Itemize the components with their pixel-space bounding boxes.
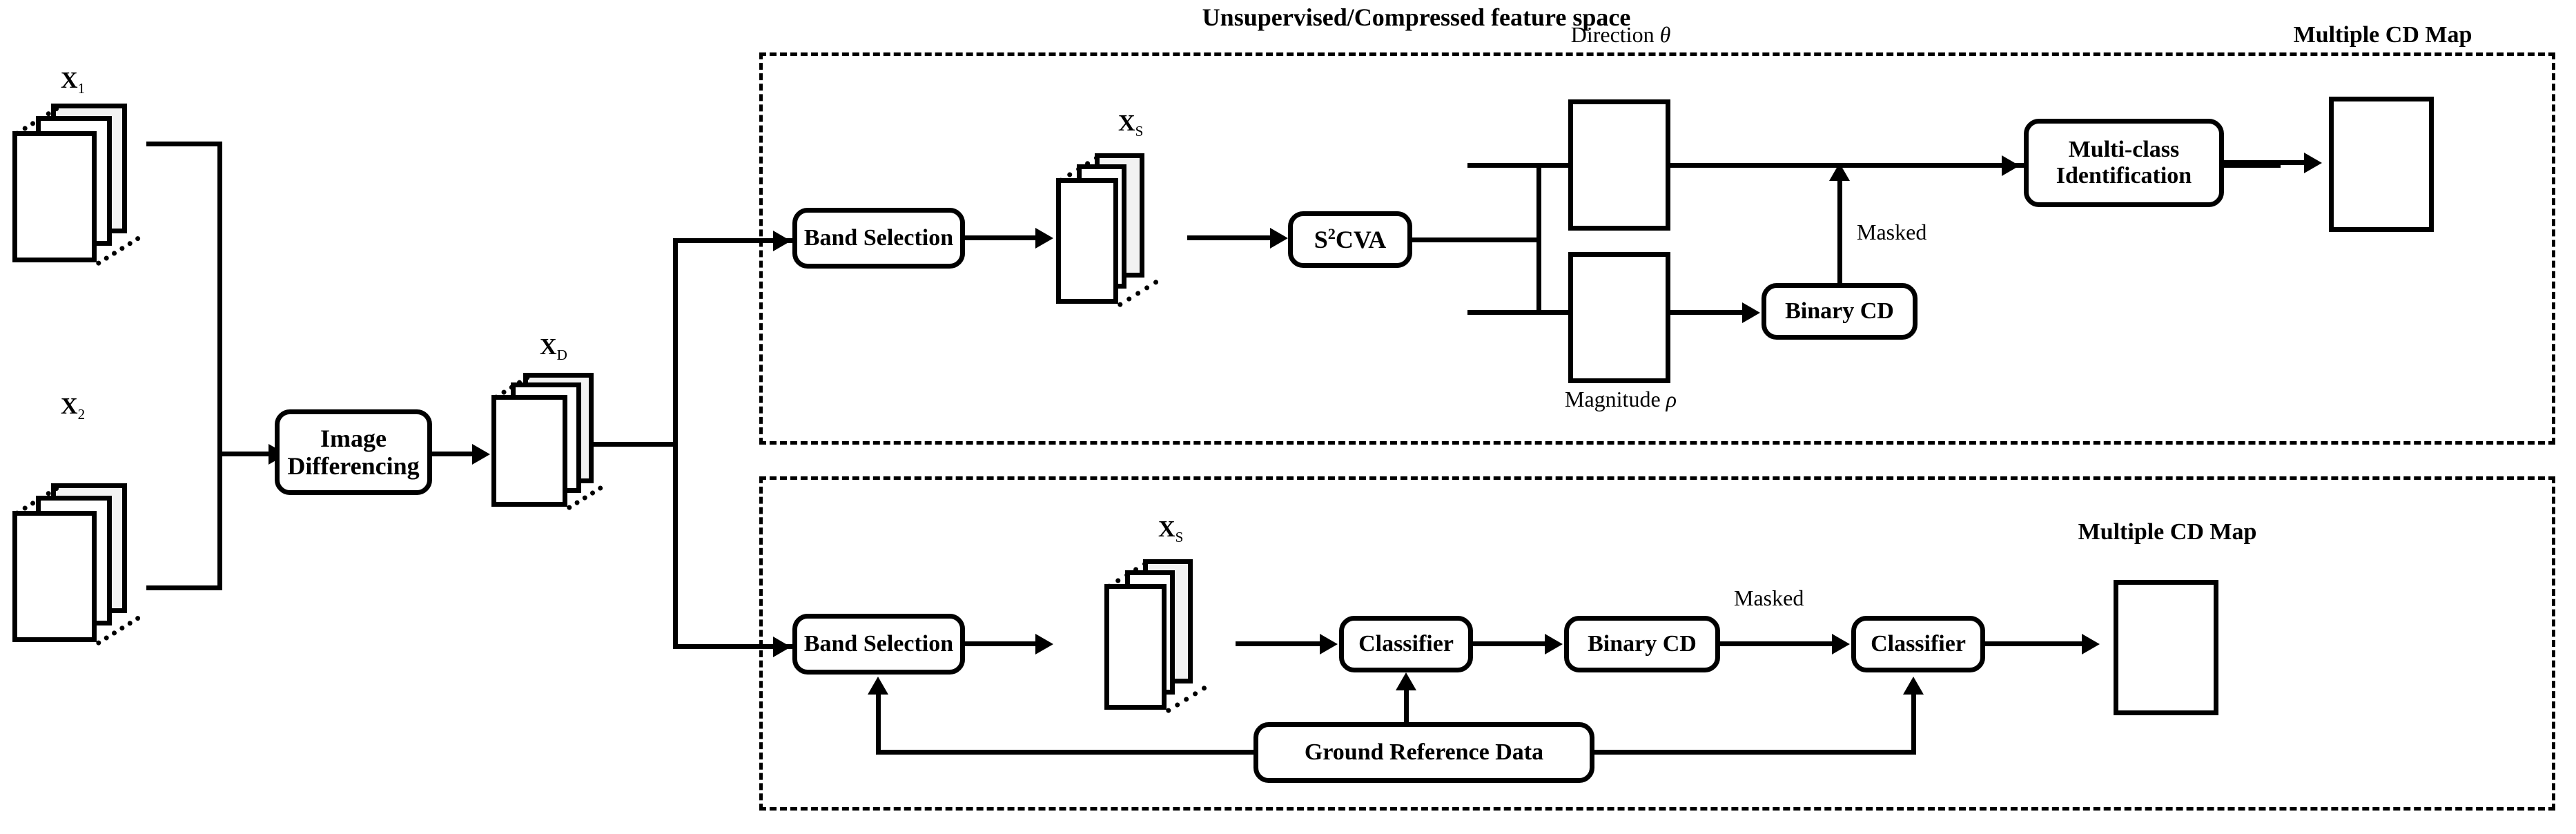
lower-binary-cd-block[interactable]: Binary CD — [1564, 616, 1720, 672]
lower-band-selection-label: Band Selection — [803, 630, 954, 657]
magnitude-caption: Magnitude ρ — [1565, 387, 1677, 411]
wire-x2-out — [146, 585, 222, 590]
arrowhead-upper-to-s2cva — [1270, 228, 1288, 249]
image-differencing-label-line1: Image — [320, 424, 387, 452]
wire-masked-upper — [1837, 180, 1842, 283]
classifier-1-label: Classifier — [1358, 630, 1454, 657]
upper-band-selection-block[interactable]: Band Selection — [792, 208, 965, 269]
section-title-unsupervised: Unsupervised/Compressed feature space — [1202, 3, 1631, 31]
classifier-2-label: Classifier — [1871, 630, 1966, 657]
arrowhead-grd-to-classifier2 — [1903, 677, 1924, 695]
wire-xd-out — [594, 442, 678, 447]
arrowhead-upper-output — [2304, 153, 2322, 173]
multi-class-label-line2: Identification — [2056, 163, 2192, 188]
wire-upper-bs-to-xs — [965, 235, 1035, 240]
cube-face-front — [1056, 178, 1118, 304]
lower-multiple-cd-map-caption: Multiple CD Map — [2078, 519, 2257, 545]
direction-map-thumbnail — [1568, 99, 1670, 231]
wire-lower-xs-to-classifier1 — [1236, 641, 1320, 646]
arrowhead-masked-upper — [1829, 163, 1850, 181]
lower-multiple-cd-map-thumbnail — [2114, 580, 2218, 715]
arrowhead-to-classifier2 — [1832, 634, 1850, 654]
arrowhead-upper-band-selection — [773, 231, 791, 251]
wire-bracket-to-magnitude — [1467, 310, 1578, 315]
s2cva-block[interactable]: S2CVA — [1288, 211, 1412, 268]
arrowhead-lower-to-xs-cube — [1035, 634, 1053, 654]
arrowhead-to-multiclass — [2002, 155, 2020, 176]
cube-face-front — [1104, 584, 1167, 710]
wire-bracket-stub — [1467, 237, 1539, 242]
wire-multiclass-to-output — [2224, 160, 2304, 165]
input-cube-x1: X1 — [12, 68, 192, 290]
classifier-1-block[interactable]: Classifier — [1339, 616, 1473, 672]
ground-reference-data-block[interactable]: Ground Reference Data — [1253, 722, 1594, 783]
wire-branch-split-trunk — [673, 238, 678, 649]
wire-s2cva-out — [1412, 237, 1467, 242]
wire-branch-upper — [673, 238, 794, 243]
lower-band-selection-block[interactable]: Band Selection — [792, 614, 965, 675]
supervised-feature-space-container — [759, 476, 2555, 811]
unsupervised-feature-space-container — [759, 52, 2555, 445]
difference-cube-label: XD — [540, 334, 567, 363]
wire-diff-to-xd — [432, 452, 472, 456]
wire-branch-lower — [673, 644, 794, 649]
arrowhead-to-classifier1 — [1320, 634, 1338, 654]
lower-binary-cd-label: Binary CD — [1588, 630, 1697, 657]
wire-upper-xs-to-s2cva — [1187, 235, 1270, 240]
wire-grd-up-to-classifier1 — [1404, 690, 1409, 724]
upper-multiple-cd-map-thumbnail — [2329, 97, 2434, 232]
lower-masked-label: Masked — [1734, 585, 1804, 610]
upper-masked-label: Masked — [1857, 220, 1927, 244]
wire-binarycd-to-classifier2 — [1720, 641, 1832, 646]
wire-grd-up-to-classifier2 — [1911, 695, 1916, 753]
wire-merge-vertical — [217, 142, 222, 590]
direction-caption: Direction θ — [1570, 22, 1671, 47]
arrowhead-grd-to-classifier1 — [1396, 672, 1416, 690]
image-differencing-block[interactable]: Image Differencing — [275, 409, 432, 495]
wire-merge-to-diff — [217, 452, 269, 456]
upper-band-selection-label: Band Selection — [803, 224, 954, 251]
wire-direction-to-multiclass — [1670, 163, 2281, 168]
upper-selected-cube-xs: XS — [1056, 110, 1229, 319]
arrowhead-lower-output — [2082, 634, 2100, 654]
difference-cube-xd: XD — [491, 334, 664, 539]
image-differencing-label-line2: Differencing — [287, 452, 420, 480]
input-cube-x2-label: X2 — [61, 394, 86, 423]
s2cva-label: S2CVA — [1314, 224, 1387, 253]
multi-class-identification-block[interactable]: Multi-class Identification — [2024, 119, 2224, 207]
arrowhead-grd-to-bandselection — [868, 677, 888, 695]
input-cube-x2: X2 — [12, 394, 192, 670]
upper-binary-cd-label: Binary CD — [1785, 298, 1894, 324]
lower-selected-cube-label: XS — [1158, 516, 1184, 545]
wire-x1-out — [146, 142, 222, 146]
wire-grd-to-classifier2 — [1594, 750, 1916, 755]
arrowhead-upper-to-xs-cube — [1035, 228, 1053, 249]
wire-grd-to-bandselection — [876, 750, 1256, 755]
upper-selected-cube-label: XS — [1118, 110, 1144, 139]
upper-output-caption: Multiple CD Map — [2293, 22, 2472, 48]
upper-binary-cd-block[interactable]: Binary CD — [1762, 283, 1918, 340]
wire-lower-bs-to-xs — [965, 641, 1035, 646]
multi-class-label-line1: Multi-class — [2068, 136, 2180, 162]
wire-bracket-to-direction — [1467, 163, 1578, 168]
input-cube-x1-label: X1 — [61, 68, 86, 97]
arrowhead-to-binarycd-upper — [1742, 302, 1760, 323]
cube-face-front — [12, 511, 97, 642]
wire-magnitude-to-binarycd — [1670, 310, 1742, 315]
arrowhead-to-xd-cube — [472, 444, 490, 465]
wire-grd-up-to-bandselection — [876, 695, 881, 753]
classifier-2-block[interactable]: Classifier — [1851, 616, 1985, 672]
arrowhead-lower-band-selection — [773, 637, 791, 657]
wire-classifier2-to-output — [1985, 641, 2082, 646]
lower-selected-cube-xs: XS — [1104, 516, 1277, 725]
magnitude-map-thumbnail — [1568, 252, 1670, 383]
cube-face-front — [12, 131, 97, 262]
arrowhead-to-binarycd-lower — [1545, 634, 1563, 654]
wire-classifier1-to-binarycd — [1473, 641, 1545, 646]
ground-reference-data-label: Ground Reference Data — [1304, 739, 1544, 765]
cube-face-front — [491, 395, 567, 507]
